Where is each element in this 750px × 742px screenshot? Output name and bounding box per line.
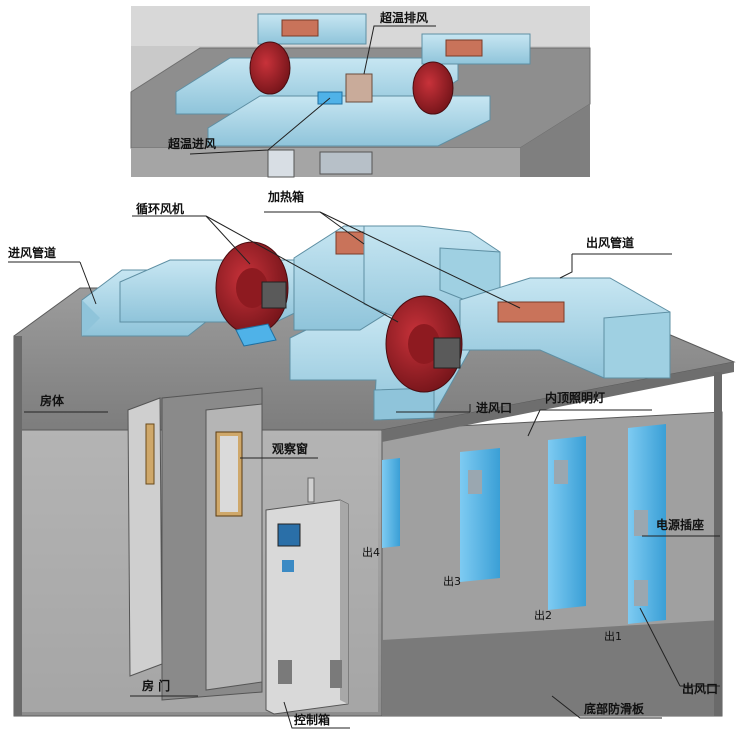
label-out-2: 出2 (534, 609, 552, 622)
inset-leaders (189, 25, 436, 155)
label-heating-box: 加热箱 (268, 190, 305, 204)
control-box[interactable] (265, 477, 349, 715)
label-out-3: 出3 (443, 575, 461, 588)
label-intake-duct: 进风管道 (8, 246, 57, 260)
leader-lines (8, 211, 720, 729)
label-air-inlet: 进风口 (476, 401, 513, 415)
label-outlet-vent: 出风口 (682, 682, 719, 696)
top-inset (130, 6, 591, 178)
label-room-body: 房体 (40, 394, 65, 408)
label-room-door: 房 门 (142, 679, 171, 693)
super-temp-intake-grill (235, 323, 277, 347)
label-control-box: 控制箱 (294, 713, 331, 727)
label-outlet-duct: 出风管道 (586, 236, 635, 250)
label-super-temp-intake: 超温进风 (168, 137, 217, 151)
room-door[interactable] (127, 397, 163, 677)
roof-ductwork (81, 225, 671, 421)
label-out-4: 出4 (362, 546, 380, 559)
label-super-temp-exhaust: 超温排风 (380, 11, 429, 25)
label-observation-window: 观察窗 (272, 442, 309, 456)
interior-panels (382, 424, 666, 624)
label-out-1: 出1 (604, 630, 622, 643)
label-circulation-fan: 循环风机 (136, 202, 185, 216)
label-ceiling-light: 内顶照明灯 (545, 391, 606, 405)
label-bottom-slide: 底部防滑板 (584, 702, 645, 716)
label-power-socket: 电源插座 (656, 518, 705, 532)
